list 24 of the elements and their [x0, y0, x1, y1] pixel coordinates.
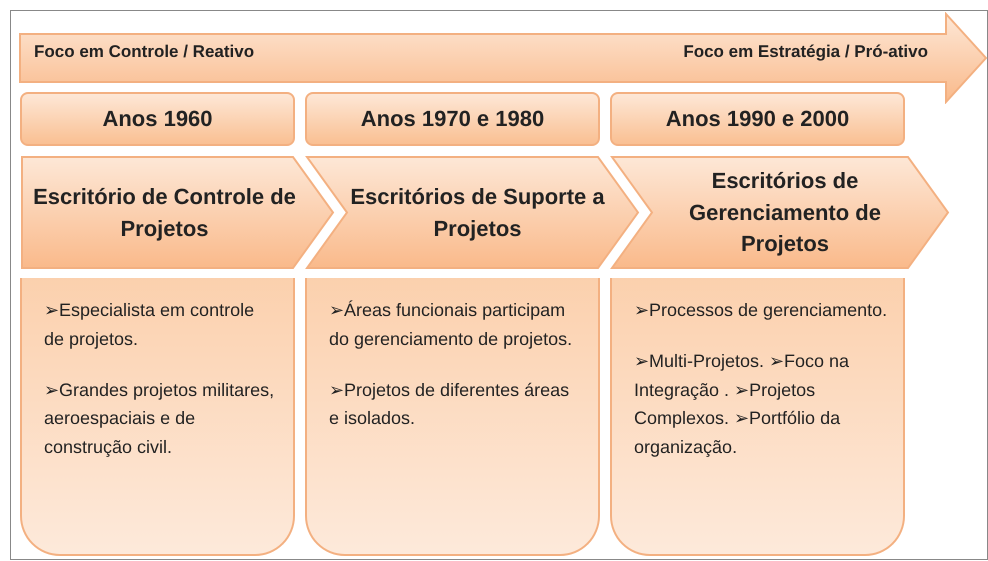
timeline-arrow: [18, 12, 988, 104]
bullet-text: ➢Especialista em controle de projetos.: [44, 299, 256, 351]
description-panel: [20, 278, 295, 556]
bullet-text: ➢Processos de gerenciamento.: [634, 299, 888, 322]
description-panel: [305, 278, 600, 556]
chevron-shape: [305, 155, 640, 270]
period-label: Anos 1990 e 2000: [666, 106, 850, 132]
period-box: [305, 92, 600, 146]
chevron-shape: [610, 155, 950, 270]
bullet-text: ➢Áreas funcionais participam do gerenciamento de projetos.: [329, 299, 574, 351]
stage-title: Escritórios de Gerenciamento de Projetos: [688, 166, 882, 258]
stage-title: Escritório de Controle de Projetos: [32, 182, 297, 243]
description-panel: [610, 278, 905, 556]
arrow-label: Foco em Estratégia / Pró-ativo: [683, 42, 928, 62]
bullet-text: ➢Projetos de diferentes áreas e isolados.: [329, 378, 570, 430]
period-box: [20, 92, 295, 146]
arrow-label: Foco em Controle / Reativo: [34, 42, 254, 62]
bullet-text: ➢Multi-Projetos. ➢Foco na Integração . ➢Projetos Complexos. ➢Portfólio da organização.: [634, 350, 850, 460]
period-label: Anos 1960: [102, 106, 213, 132]
chevron-shape: [20, 155, 335, 270]
period-box: [610, 92, 905, 146]
bullet-text: ➢Grandes projetos militares, aeroespaciais e de construção civil.: [44, 378, 276, 460]
period-label: Anos 1970 e 1980: [360, 106, 544, 132]
stage-title: Escritórios de Suporte a Projetos: [349, 182, 606, 243]
